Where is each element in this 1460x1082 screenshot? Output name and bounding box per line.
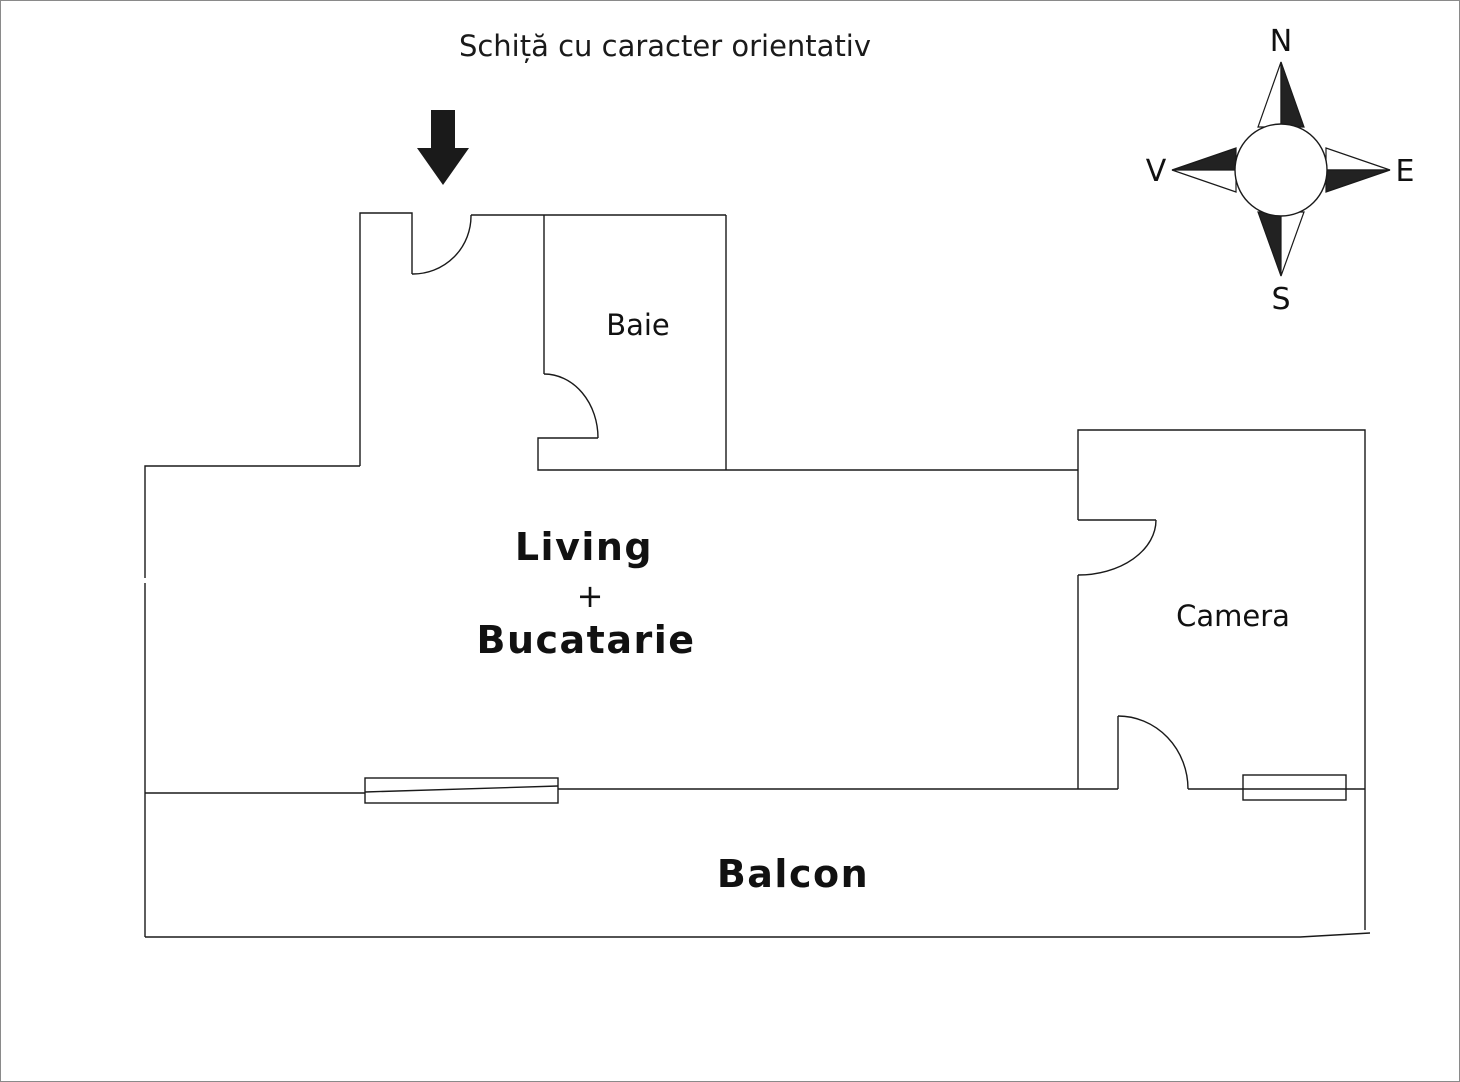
room-label-camera: Camera — [1176, 599, 1290, 633]
room-label-baie: Baie — [606, 308, 670, 342]
walls — [144, 212, 1371, 938]
bathroom-door — [543, 373, 599, 439]
compass-north-label: N — [1270, 24, 1292, 59]
doors — [411, 214, 1189, 790]
room-label-balcon: Balcon — [717, 852, 869, 896]
bedroom-window — [1242, 774, 1347, 801]
entrance-door — [411, 214, 472, 275]
living-window — [364, 777, 559, 804]
room-label-bucatarie: Bucatarie — [476, 618, 695, 662]
room-label-plus: + — [577, 577, 604, 615]
room-label-living: Living — [515, 525, 653, 569]
balcony-door — [1117, 715, 1189, 790]
compass-east-label: E — [1396, 154, 1415, 189]
compass-rose-icon — [1171, 61, 1391, 277]
compass-south-label: S — [1271, 282, 1290, 317]
entrance-arrow-icon — [417, 110, 469, 185]
plan-title: Schiță cu caracter orientativ — [459, 29, 871, 63]
bedroom-door — [1077, 519, 1157, 576]
compass-west-label: V — [1146, 154, 1167, 189]
